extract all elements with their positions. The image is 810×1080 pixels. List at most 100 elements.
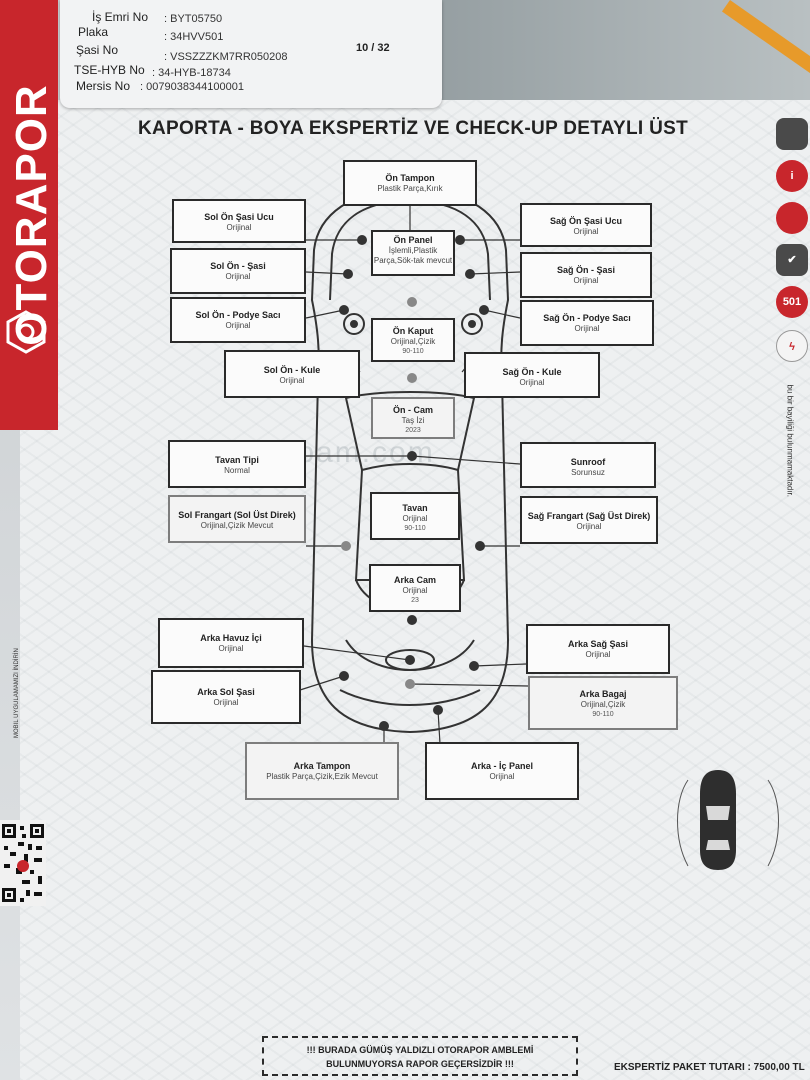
- part-title: Sağ Ön Şasi Ucu: [549, 216, 623, 226]
- certificate-badge-icon: [776, 118, 808, 150]
- part-status: Orijinal: [489, 772, 515, 781]
- part-title: Arka Sağ Şasi: [567, 639, 629, 649]
- part-title: Sol Ön - Kule: [263, 365, 321, 375]
- part-title: Sunroof: [570, 457, 606, 467]
- part-status: Orijinal: [574, 324, 600, 333]
- part-title: Sol Frangart (Sol Üst Direk): [178, 510, 296, 520]
- part-status: Orijinal: [585, 650, 611, 659]
- part-title: Tavan Tipi: [215, 455, 259, 465]
- part-title: Sağ Ön - Podye Sacı: [543, 313, 631, 323]
- part-status: Plastik Parça,Kırık: [377, 184, 443, 193]
- info-badge-icon: i: [776, 160, 808, 192]
- part-status: Orijinal: [576, 522, 602, 531]
- warning-stamp: !!! BURADA GÜMÜŞ YALDIZLI OTORAPOR AMBLE…: [262, 1036, 578, 1076]
- part-title: Sol Ön Şasi Ucu: [204, 212, 274, 222]
- part-title: Arka Tampon: [293, 761, 351, 771]
- part-title: Arka Sol Şasi: [197, 687, 255, 697]
- part-status: Orijinal,Çizik: [390, 337, 436, 346]
- part-status: Orijinal: [213, 698, 239, 707]
- header-value-plaka: : 34HVV501: [164, 31, 224, 43]
- warning-line-2: BULUNMUYORSA RAPOR GEÇERSİZDİR !!!: [326, 1059, 514, 1069]
- part-title: Sağ Ön - Şasi: [556, 265, 616, 275]
- part-status: Taş İzi: [401, 416, 425, 425]
- part-note: 90-110: [404, 525, 426, 532]
- part-note: 2023: [405, 427, 421, 434]
- part-note: 90-110: [402, 348, 424, 355]
- part-title: Arka Cam: [393, 575, 437, 585]
- part-note: 23: [411, 597, 419, 604]
- part-status: Orijinal: [226, 223, 252, 232]
- part-title: Arka Havuz İçi: [200, 633, 262, 643]
- part-status: Orijinal: [225, 272, 251, 281]
- hotline-badge-icon: 501: [776, 286, 808, 318]
- part-title: Ön Panel: [393, 235, 433, 245]
- header-label-is-emri: İş Emri No: [92, 10, 149, 24]
- part-title: Arka - İç Panel: [470, 761, 534, 771]
- voltage-badge-icon: ϟ: [776, 330, 808, 362]
- brand-emblem-icon: [6, 310, 46, 354]
- package-price: EKSPERTİZ PAKET TUTARI : 7500,00 TL: [614, 1062, 805, 1073]
- header-value-mersis: : 0079038344100001: [140, 81, 244, 93]
- part-title: Ön Kaput: [392, 326, 434, 336]
- part-title: Tavan: [402, 503, 428, 513]
- part-box-sag-frangart: Sağ Frangart (Sağ Üst Direk)Orijinal: [520, 496, 658, 544]
- part-status: Orijinal: [279, 376, 305, 385]
- part-status: Orijinal: [218, 644, 244, 653]
- part-note: 90-110: [592, 711, 614, 718]
- header-value-sasi: : VSSZZZKM7RR050208: [164, 51, 288, 63]
- header-label-mersis: Mersis No: [76, 79, 131, 93]
- part-title: Ön Tampon: [385, 173, 435, 183]
- warning-line-1: !!! BURADA GÜMÜŞ YALDIZLI OTORAPOR AMBLE…: [306, 1045, 534, 1055]
- part-status: Orijinal,Çizik Mevcut: [200, 521, 274, 530]
- part-status: Orijinal: [573, 227, 599, 236]
- part-title: Sol Ön - Şasi: [210, 261, 266, 271]
- part-title: Ön - Cam: [392, 405, 433, 415]
- part-status: Orijinal: [402, 514, 428, 523]
- percent-badge-icon: [776, 202, 808, 234]
- part-status: Normal: [224, 466, 250, 475]
- part-title: Sol Ön - Podye Sacı: [195, 310, 281, 320]
- page-number: 10 / 32: [356, 42, 390, 54]
- part-title: Arka Bagaj: [579, 689, 627, 699]
- header-card: İş Emri No : BYT05750 Plaka : 34HVV501 Ş…: [60, 0, 442, 108]
- brand-band: [0, 0, 58, 430]
- part-status: Orijinal: [519, 378, 545, 387]
- part-status: İşlemli,Plastik Parça,Sök-tak mevcut: [373, 246, 453, 265]
- qr-code-icon: [0, 820, 46, 906]
- part-status: Orijinal,Çizik: [580, 700, 626, 709]
- part-title: Sağ Ön - Kule: [502, 367, 562, 377]
- part-status: Plastik Parça,Çizik,Ezik Mevcut: [266, 772, 378, 781]
- part-status: Sorunsuz: [571, 468, 605, 477]
- document-title: KAPORTA - BOYA EKSPERTİZ VE CHECK-UP DET…: [138, 118, 688, 139]
- part-status: Orijinal: [225, 321, 251, 330]
- header-value-is-emri: : BYT05750: [164, 13, 223, 25]
- header-label-tse: TSE-HYB No: [74, 63, 145, 77]
- part-title: Sağ Frangart (Sağ Üst Direk): [527, 511, 651, 521]
- part-status: Orijinal: [402, 586, 428, 595]
- header-value-tse: : 34-HYB-18734: [152, 67, 231, 79]
- part-box-sol-frangart: Sol Frangart (Sol Üst Direk)Orijinal,Çiz…: [168, 495, 306, 543]
- part-status: Orijinal: [573, 276, 599, 285]
- header-label-sasi: Şasi No: [76, 43, 119, 57]
